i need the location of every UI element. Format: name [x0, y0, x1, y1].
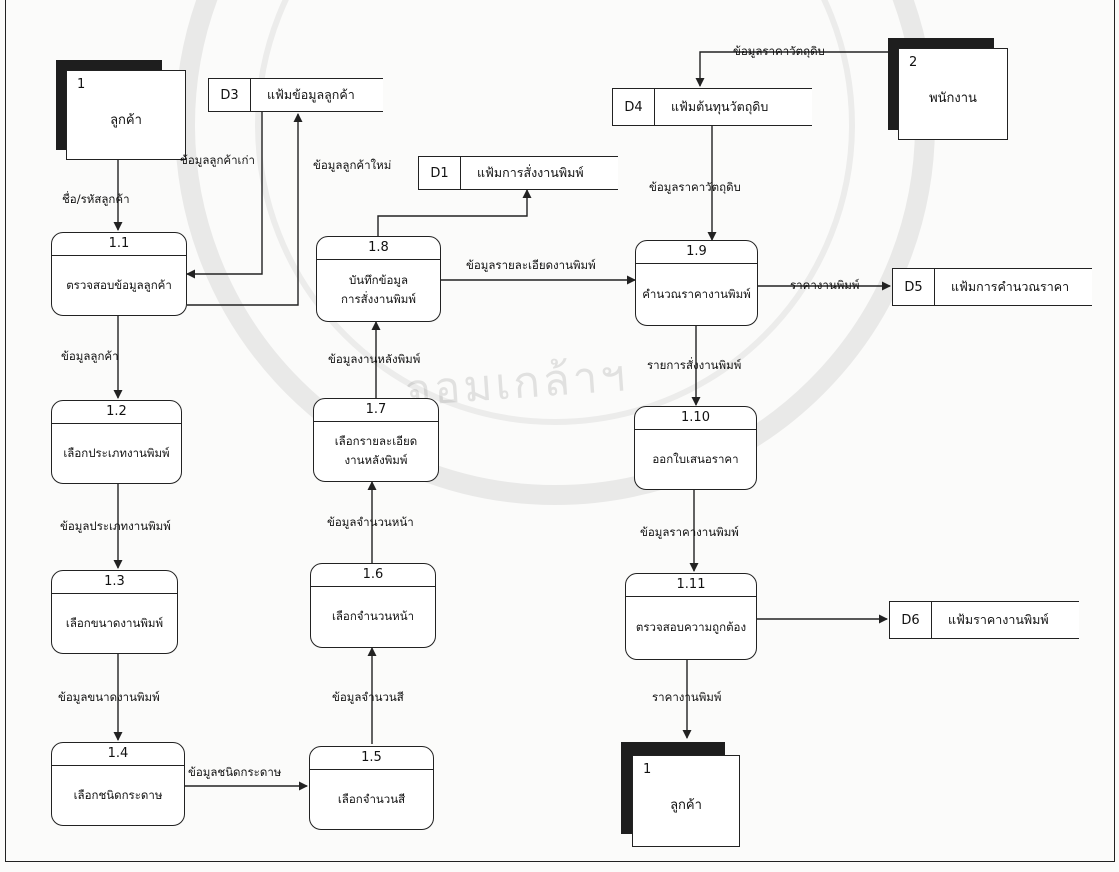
- flow-d3-to-1-1: [186, 112, 263, 279]
- process-name: ออกใบเสนอราคา: [652, 451, 739, 466]
- entity-name: พนักงาน: [929, 91, 977, 106]
- flow-label-new-cust: ข้อมูลลูกค้าใหม่: [313, 158, 392, 172]
- process-name: เลือกขนาดงานพิมพ์: [65, 615, 164, 630]
- flow-label-print-price-data: ข้อมูลราคางานพิมพ์: [640, 525, 739, 539]
- diagram-frame: [5, 0, 1115, 862]
- entity-name: ลูกค้า: [110, 113, 142, 128]
- entity-name: ลูกค้า: [670, 798, 702, 813]
- process-id: 1.4: [52, 743, 184, 766]
- process-id: 1.2: [52, 401, 181, 424]
- process-1-4: 1.4 เลือกชนิดกระดาษ: [51, 742, 185, 826]
- process-id: 1.11: [626, 574, 756, 597]
- entity-id: 2: [909, 55, 918, 70]
- process-name: เลือกประเภทงานพิมพ์: [63, 445, 170, 460]
- flow-label-page-count: ข้อมูลจำนวนหน้า: [327, 515, 414, 529]
- entity-id: 1: [643, 762, 652, 777]
- store-id: D5: [893, 269, 935, 305]
- flow-label-material-price: ข้อมูลราคาวัตถุดิบ: [649, 180, 741, 194]
- process-id: 1.10: [635, 407, 756, 430]
- process-id: 1.1: [52, 233, 186, 256]
- flow-label-print-detail: ข้อมูลรายละเอียดงานพิมพ์: [466, 258, 596, 272]
- entity-customer-top: 1 ลูกค้า: [66, 70, 186, 160]
- process-1-5: 1.5 เลือกจำนวนสี: [309, 746, 434, 830]
- store-id: D1: [419, 157, 461, 189]
- flow-label-paper-type: ข้อมูลชนิดกระดาษ: [188, 765, 282, 779]
- flow-label-material-price-top: ข้อมูลราคาวัตถุดิบ: [733, 44, 825, 58]
- store-name: แฟ้มข้อมูลลูกค้า: [267, 87, 355, 102]
- store-d3: D3 แฟ้มข้อมูลลูกค้า: [208, 78, 383, 112]
- store-id: D4: [613, 89, 655, 125]
- process-id: 1.8: [317, 237, 440, 260]
- process-1-9: 1.9 คำนวณราคางานพิมพ์: [635, 240, 758, 326]
- process-id: 1.3: [52, 571, 177, 594]
- process-name: เลือกจำนวนหน้า: [331, 609, 415, 623]
- store-name: แฟ้มราคางานพิมพ์: [948, 612, 1049, 627]
- flow-label-print-price-out: ราคางานพิมพ์: [652, 690, 722, 704]
- store-name: แฟ้มการสั่งงานพิมพ์: [477, 165, 584, 180]
- process-name: บันทึกข้อมูล การสั่งงานพิมพ์: [341, 273, 416, 306]
- store-d5: D5 แฟ้มการคำนวณราคา: [892, 268, 1092, 306]
- flow-label-old-cust: ข้อมูลลูกค้าเก่า: [180, 153, 255, 167]
- process-id: 1.7: [314, 399, 438, 422]
- process-1-7: 1.7 เลือกรายละเอียด งานหลังพิมพ์: [313, 398, 439, 482]
- flow-label-print-price-d5: ราคางานพิมพ์: [790, 278, 860, 292]
- process-1-8: 1.8 บันทึกข้อมูล การสั่งงานพิมพ์: [316, 236, 441, 322]
- process-name: เลือกรายละเอียด งานหลังพิมพ์: [334, 434, 418, 467]
- process-1-11: 1.11 ตรวจสอบความถูกต้อง: [625, 573, 757, 660]
- entity-employee: 2 พนักงาน: [898, 48, 1008, 140]
- flow-1-8-to-d1: [377, 189, 532, 236]
- store-d4: D4 แฟ้มต้นทุนวัตถุดิบ: [612, 88, 812, 126]
- flow-label-cust-data: ข้อมูลลูกค้า: [61, 349, 119, 363]
- store-name: แฟ้มต้นทุนวัตถุดิบ: [671, 99, 769, 114]
- flow-1-1-to-d3: [187, 113, 303, 306]
- flow-label-print-size: ข้อมูลขนาดงานพิมพ์: [58, 690, 160, 704]
- process-1-6: 1.6 เลือกจำนวนหน้า: [310, 563, 436, 648]
- process-id: 1.9: [636, 241, 757, 264]
- store-id: D6: [890, 602, 932, 638]
- flow-label-color-count: ข้อมูลจำนวนสี: [332, 690, 404, 704]
- flow-label-order-list: รายการสั่งงานพิมพ์: [647, 358, 742, 372]
- process-id: 1.5: [310, 747, 433, 770]
- store-d1: D1 แฟ้มการสั่งงานพิมพ์: [418, 156, 618, 190]
- process-1-1: 1.1 ตรวจสอบข้อมูลลูกค้า: [51, 232, 187, 316]
- entity-customer-bottom: 1 ลูกค้า: [632, 755, 740, 847]
- process-name: ตรวจสอบข้อมูลลูกค้า: [66, 277, 172, 292]
- process-1-2: 1.2 เลือกประเภทงานพิมพ์: [51, 400, 182, 484]
- process-name: คำนวณราคางานพิมพ์: [642, 286, 751, 301]
- process-1-3: 1.3 เลือกขนาดงานพิมพ์: [51, 570, 178, 654]
- process-name: เลือกชนิดกระดาษ: [73, 787, 163, 802]
- flow-employee-to-d4: [695, 51, 888, 87]
- flow-label-post-print: ข้อมูลงานหลังพิมพ์: [328, 352, 421, 366]
- store-d6: D6 แฟ้มราคางานพิมพ์: [889, 601, 1079, 639]
- process-name: ตรวจสอบความถูกต้อง: [635, 620, 747, 634]
- store-id: D3: [209, 79, 251, 111]
- store-name: แฟ้มการคำนวณราคา: [951, 279, 1070, 294]
- process-1-10: 1.10 ออกใบเสนอราคา: [634, 406, 757, 490]
- entity-id: 1: [77, 77, 86, 92]
- process-name: เลือกจำนวนสี: [337, 791, 406, 806]
- flow-label-cust-name: ชื่อ/รหัสลูกค้า: [62, 192, 130, 206]
- process-id: 1.6: [311, 564, 435, 587]
- flow-label-print-type: ข้อมูลประเภทงานพิมพ์: [60, 519, 171, 533]
